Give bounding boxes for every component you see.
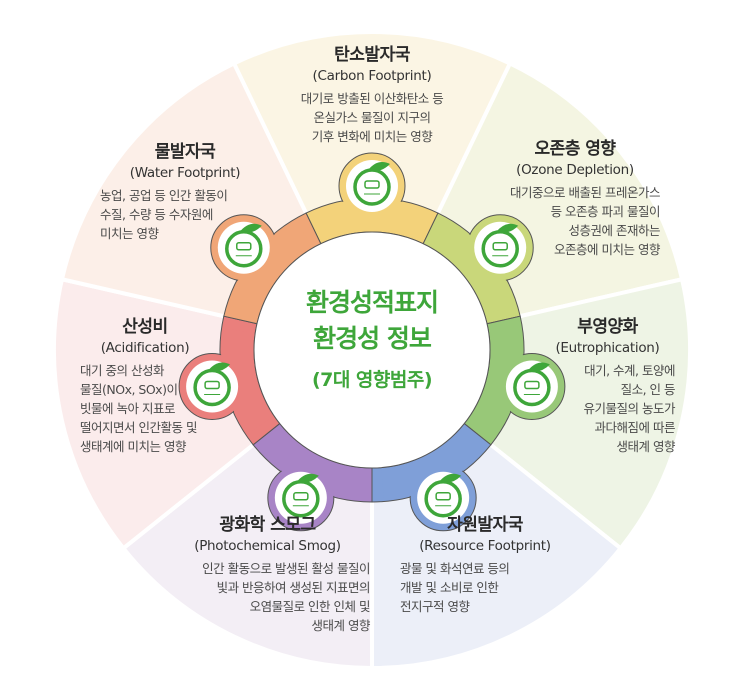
category-carbon: 탄소발자국 (Carbon Footprint) 대기로 방출된 이산화탄소 등…: [282, 40, 462, 146]
category-english: (Photochemical Smog): [194, 538, 341, 554]
category-description: 인간 활동으로 발생된 활성 물질이 빛과 반응하여 생성된 지표면의 오염물질…: [202, 561, 370, 633]
category-smog: 광화학 스모그 (Photochemical Smog) 인간 활동으로 발생된…: [165, 510, 370, 635]
category-title: 자원발자국: [447, 515, 523, 535]
category-description: 농업, 공업 등 인간 활동이 수질, 수량 등 수자원에 미치는 영향: [100, 188, 228, 241]
center-title: 환경성적표지 환경성 정보 (7대 영향범주): [262, 285, 482, 392]
ring-fill-carbon: [317, 199, 427, 240]
category-english: (Resource Footprint): [419, 538, 551, 554]
ring-fill-ozone: [432, 219, 517, 315]
co2-icon-glyph: [364, 180, 380, 189]
category-description: 대기, 수계, 토양에 질소, 인 등 유기물질의 농도가 과다해짐에 따른 생…: [583, 363, 676, 454]
ring-fill-smog: [261, 431, 363, 501]
leaf-icon: [527, 362, 550, 372]
center-line-3: (7대 영향범주): [311, 369, 433, 391]
category-title: 산성비: [122, 317, 168, 337]
category-title: 광화학 스모그: [219, 515, 316, 535]
center-line-1: 환경성적표지: [305, 288, 439, 317]
category-resource: 자원발자국 (Resource Footprint) 광물 및 화석연료 등의 …: [400, 510, 570, 616]
leaf-icon: [239, 223, 262, 233]
category-eutrophication: 부영양화 (Eutrophication) 대기, 수계, 토양에 질소, 인 …: [540, 312, 675, 456]
resource-icon-glyph: [435, 492, 451, 501]
center-circle: [253, 231, 491, 469]
ozone-icon-glyph: [492, 241, 508, 251]
category-acidification: 산성비 (Acidification) 대기 중의 산성화 물질(NOx, SO…: [80, 312, 240, 456]
category-description: 대기로 방출된 이산화탄소 등 온실가스 물질이 지구의 기후 변화에 미치는 …: [300, 91, 444, 144]
category-english: (Water Footprint): [129, 165, 241, 181]
eutrophication-icon-glyph: [524, 380, 540, 390]
ring-fill-eutro: [470, 328, 523, 435]
category-description: 광물 및 화석연료 등의 개발 및 소비로 인한 전지구적 영향: [400, 561, 510, 614]
ring-fill-resource: [381, 431, 483, 501]
category-english: (Ozone Depletion): [516, 162, 634, 178]
leaf-icon: [208, 362, 231, 372]
acid-rain-icon-glyph: [204, 380, 220, 390]
leaf-icon: [496, 223, 519, 233]
category-title: 부영양화: [577, 317, 638, 337]
category-english: (Acidification): [100, 340, 190, 356]
smog-icon-glyph: [293, 492, 309, 501]
leaf-icon: [368, 162, 390, 172]
category-ozone: 오존층 영향 (Ozone Depletion) 대기중으로 배출된 프레온가스…: [470, 134, 660, 259]
ring-fill-acid: [221, 328, 274, 435]
category-description: 대기중으로 배출된 프레온가스 등 오존층 파괴 물질이 성층권에 존재하는 오…: [510, 185, 660, 257]
leaf-icon: [296, 473, 319, 483]
category-title: 탄소발자국: [334, 45, 410, 65]
ring-fill-water: [227, 219, 312, 315]
category-english: (Carbon Footprint): [312, 68, 432, 84]
leaf-icon: [439, 473, 462, 483]
category-english: (Eutrophication): [555, 340, 660, 356]
category-water: 물발자국 (Water Footprint) 농업, 공업 등 인간 활동이 수…: [100, 137, 270, 243]
center-line-2: 환경성 정보: [313, 324, 432, 353]
water-drop-icon-glyph: [236, 241, 252, 251]
category-description: 대기 중의 산성화 물질(NOx, SOx)이 빗물에 녹아 지표로 떨어지면서…: [80, 363, 197, 454]
category-title: 오존층 영향: [534, 139, 616, 159]
category-title: 물발자국: [154, 142, 216, 162]
